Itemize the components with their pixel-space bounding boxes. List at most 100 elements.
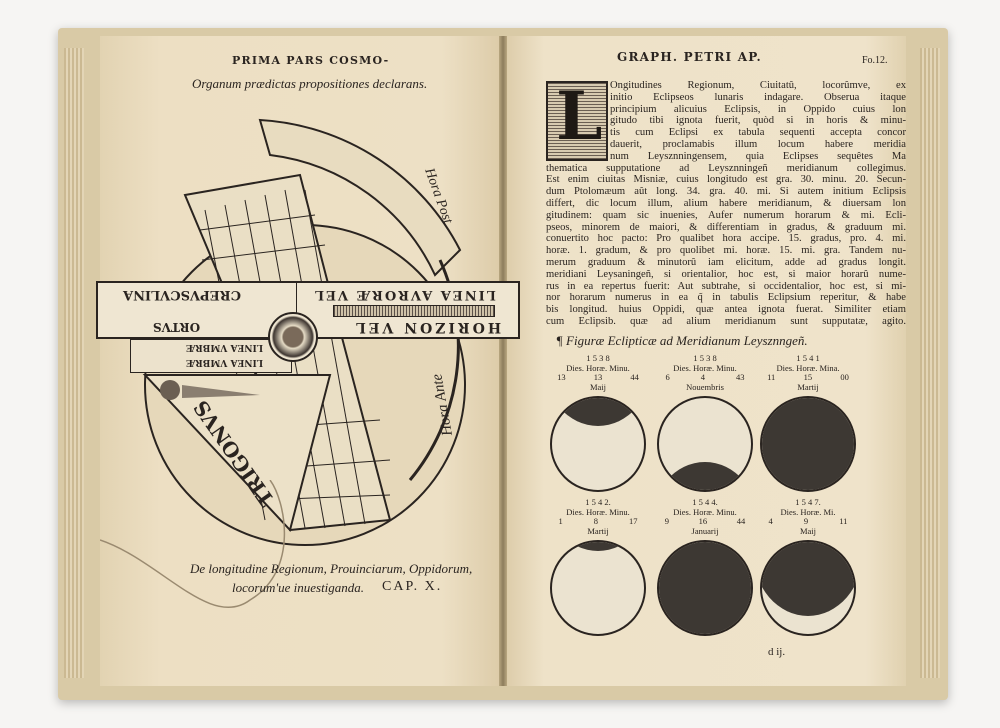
eclipse-disc: [657, 540, 753, 636]
eclipse-year: 1 5 4 4.: [692, 497, 718, 507]
eclipse-hour: 13: [593, 372, 603, 382]
page-edges-right: [920, 48, 940, 678]
eclipse-day: 13: [557, 372, 566, 382]
eclipse-disc: [550, 540, 646, 636]
text-line: meridiani Leysaningeñ, si orientalior, h…: [546, 268, 906, 280]
eclipse-minute: 43: [736, 372, 745, 382]
text-line: dum Ptolomæum aût long. 34. gra. 40. mi.…: [546, 186, 906, 198]
eclipse-heading: Dies. Horæ. Minu.: [566, 362, 630, 373]
eclipse-year: 1 5 4 1: [796, 353, 820, 363]
eclipse-minute: 00: [840, 372, 849, 382]
text-line: pseos, minorem de maiori, & differentiam…: [546, 221, 906, 233]
text-line: Ongitudines Regionum, Ciuitatû, locorûmv…: [610, 80, 906, 91]
eclipse-label: 1 5 4 7. Dies. Horæ. Mi. 4 9 11 Maij: [733, 497, 883, 536]
eclipse-month: Martij: [587, 525, 609, 536]
text-line: dauerit, proclamabis illum locum habere …: [610, 138, 906, 150]
eclipse-heading: Dies. Horæ. Mina.: [776, 362, 840, 373]
eclipse-heading: Dies. Horæ. Minu.: [566, 506, 630, 517]
eclipse-disc: [657, 396, 753, 492]
chapter-title-line-2: locorum'ue inuestiganda.: [232, 580, 365, 595]
text-line: initio Eclipseos lunaris indagare. Obser…: [610, 91, 906, 103]
ortus-label: ORTVS: [153, 320, 201, 334]
eclipse-hour: 9: [803, 516, 809, 526]
text-line: horæ. 1. gradum, & pro quolibet mi. horæ…: [546, 245, 906, 257]
chapter-number: CAP. X.: [382, 579, 443, 594]
text-line: differt, dic locum illum, alium habere m…: [546, 197, 906, 209]
eclipse-year: 1 5 3 8: [586, 353, 610, 363]
eclipse-disc: [760, 396, 856, 492]
right-running-head: GRAPH. PETRI AP.: [617, 50, 762, 64]
eclipse-disc: [760, 540, 856, 636]
text-line: principium alicuius Eclipsis, in Oppido …: [610, 103, 906, 115]
text-line: nor horarum numerus in ea q̃ in tabulis …: [546, 292, 906, 304]
sun-icon: [160, 380, 260, 400]
figures-title: ¶ Figuræ Eclipticæ ad Meridianum Leysznn…: [556, 333, 808, 348]
eclipse-month: Martij: [797, 381, 819, 392]
eclipse-heading: Dies. Horæ. Minu.: [673, 362, 737, 373]
eclipse-label: 1 5 3 8 Dies. Horæ. Minu. 6 4 43 Nouembris: [630, 353, 780, 392]
eclipse-hour: 16: [698, 516, 708, 526]
horizon-label: HORIZON VEL: [353, 319, 502, 335]
folio-number: Fo.12.: [862, 55, 888, 66]
drop-cap-letter: L: [556, 81, 603, 155]
trigonus-triangle: [142, 374, 332, 533]
text-line: conuertito hoc pacto: Pro qualibet hora …: [546, 233, 906, 245]
eclipse-day: 4: [768, 516, 773, 526]
eclipse-day: 1: [558, 516, 563, 526]
text-line: tis cum Eclipsi ex tabula sequenti accep…: [610, 127, 906, 139]
eclipse-heading: Dies. Horæ. Mi.: [780, 506, 836, 517]
text-line: num Leysznningensem, quia Eclipses sequê…: [610, 150, 906, 162]
eclipse-label: 1 5 3 8 Dies. Horæ. Minu. 13 13 44 Maij: [523, 353, 673, 392]
signature-mark: d ij.: [768, 646, 786, 658]
left-subtitle: Organum prædictas propositiones declaran…: [192, 76, 428, 91]
eclipse-hour: 8: [593, 516, 598, 526]
thread: [100, 480, 286, 608]
chapter-title-line-1: De longitudine Regionum, Prouinciarum, O…: [190, 561, 473, 576]
text-line: Est enim ciuitas Misniæ, cuius longitudo…: [546, 174, 906, 186]
text-line: rus in ea repertus fuerit: Aut subtrahe,…: [546, 280, 906, 292]
eclipse-disc: [550, 396, 646, 492]
shadow-line-label-2: LINEA VMBRÆ: [186, 357, 264, 367]
eclipse-shadow: [762, 542, 854, 616]
linea-aurorae-label: LINEA AVRORÆ VEL: [313, 287, 496, 302]
eclipse-hour: 4: [700, 372, 705, 382]
eclipse-label: 1 5 4 1 Dies. Horæ. Mina. 11 15 00 Martij: [733, 353, 883, 392]
eclipse-shadow: [659, 462, 751, 490]
book-gutter: [499, 36, 507, 686]
upper-arc-scale: [258, 118, 462, 277]
text-line: bis longitud. huius Oppidi, quæ antea ig…: [546, 304, 906, 316]
text-line: thematica supputatione ad Leysznningeñ m…: [546, 162, 906, 174]
body-text: Ongitudines Regionum, Ciuitatû, locorûmv…: [546, 80, 906, 328]
eclipse-year: 1 5 4 7.: [795, 497, 821, 507]
eclipse-month: Januarij: [691, 525, 719, 536]
eclipse-day: 11: [767, 372, 776, 382]
horizon-strip[interactable]: CREPVSCVLINA LINEA AVRORÆ VEL HORIZON VE…: [96, 281, 520, 339]
eclipse-shadow: [552, 398, 644, 426]
eclipse-year: 1 5 3 8: [693, 353, 717, 363]
text-line: gitudo tibi ignota fuerit, quòd si in ho…: [610, 115, 906, 127]
sight-bar: [333, 305, 495, 317]
eclipse-minute: 11: [839, 516, 848, 526]
text-line: gitudinem: quam sic inuenies, Aufer nume…: [546, 209, 906, 221]
left-running-head: PRIMA PARS COSMO-: [232, 54, 390, 67]
eclipse-hour: 15: [803, 372, 813, 382]
eclipse-day: 6: [665, 372, 670, 382]
eclipse-shadow: [659, 542, 751, 634]
text-line: cum Eclipsib. quæ ad alium meridianum su…: [546, 315, 906, 327]
shadow-strip[interactable]: LINEA VMBRÆ LINEA VMBRÆ: [130, 339, 292, 373]
eclipse-minute: 17: [629, 516, 638, 526]
eclipse-shadow: [552, 542, 644, 552]
eclipse-day: 9: [664, 516, 670, 526]
pivot-rosette: [268, 312, 318, 362]
eclipse-month: Nouembris: [686, 381, 724, 392]
eclipse-year: 1 5 4 2.: [585, 497, 611, 507]
eclipse-label: 1 5 4 2. Dies. Horæ. Minu. 1 8 17 Martij: [523, 497, 673, 536]
eclipse-month: Maij: [799, 525, 817, 536]
eclipse-minute: 44: [736, 516, 746, 526]
eclipse-shadow: [762, 398, 854, 490]
eclipse-minute: 44: [630, 372, 639, 382]
crepusculina-label: CREPVSCVLINA: [123, 287, 241, 302]
eclipse-month: Maij: [589, 381, 607, 392]
text-line: merum graduum & minutorû iam elicitum, a…: [546, 256, 906, 268]
